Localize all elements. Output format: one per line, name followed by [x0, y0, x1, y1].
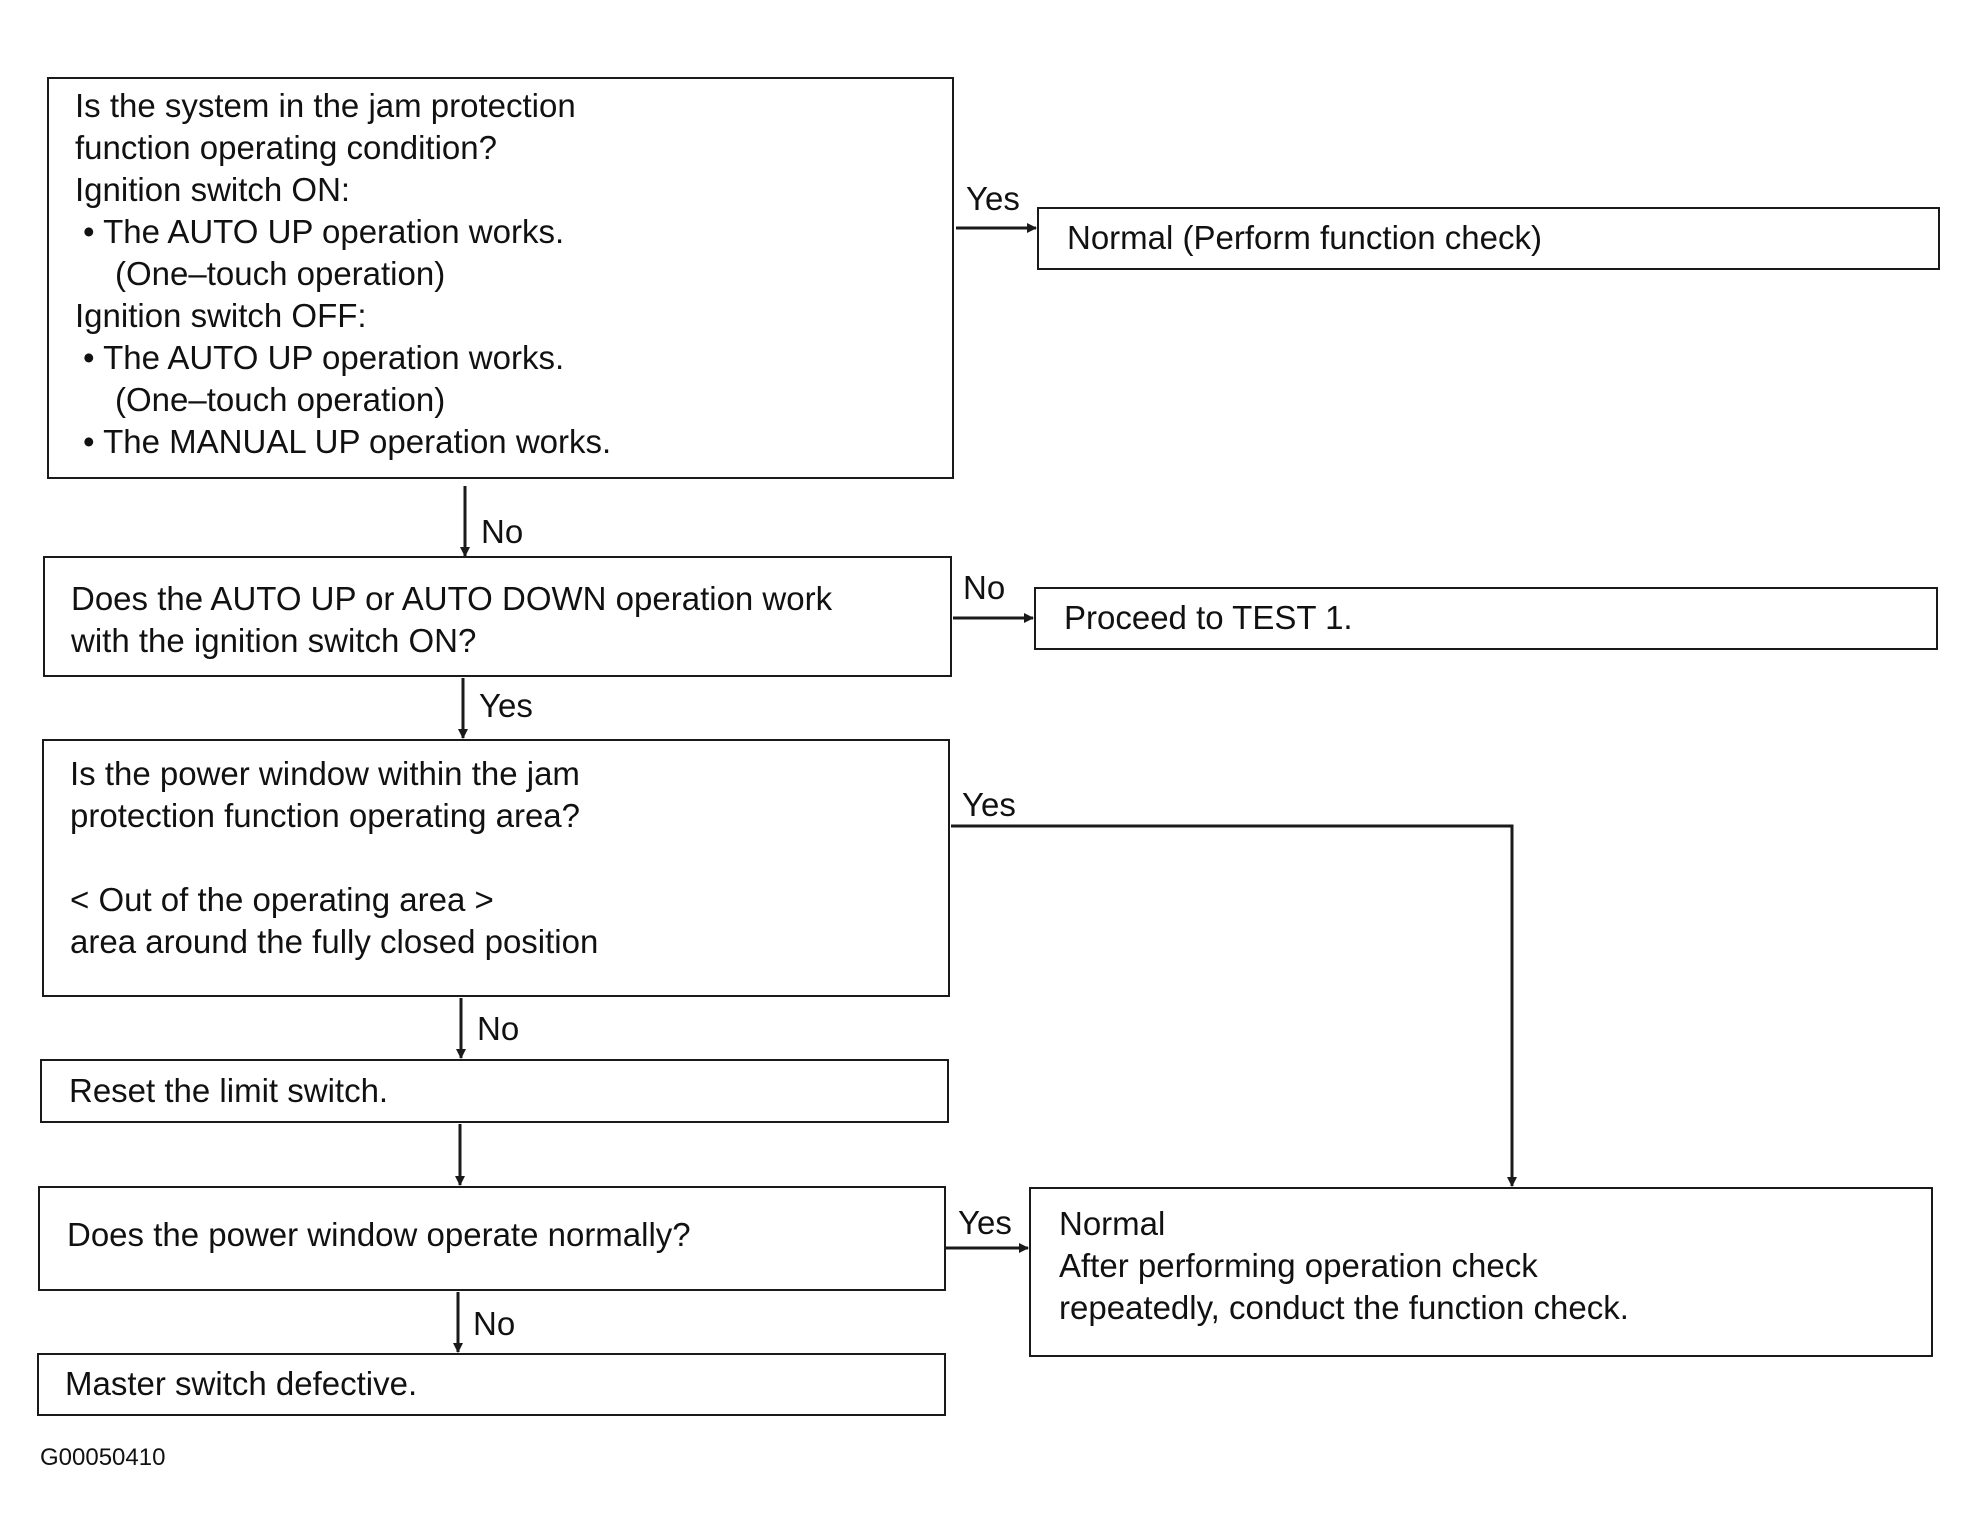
result-normal-function-check: Normal (Perform function check): [1037, 207, 1940, 270]
q3-line-4: < Out of the operating area >: [70, 881, 494, 918]
q1-line-6: Ignition switch OFF:: [75, 297, 367, 334]
label-q5-no: No: [473, 1305, 516, 1342]
q1-line-7: • The AUTO UP operation works.: [83, 339, 565, 376]
label-q3-no: No: [477, 1010, 520, 1047]
r5-line-1: Normal: [1059, 1205, 1166, 1242]
r1-text: Normal (Perform function check): [1067, 219, 1542, 256]
decision-auto-up-down-works: Does the AUTO UP or AUTO DOWN operation …: [43, 556, 952, 677]
q1-line-8: (One–touch operation): [115, 381, 446, 418]
q3-line-2: protection function operating area?: [70, 797, 581, 834]
r5-line-2: After performing operation check: [1059, 1247, 1538, 1284]
r2-text: Proceed to TEST 1.: [1064, 599, 1353, 636]
q3-line-1: Is the power window within the jam: [70, 755, 580, 792]
decision-within-operating-area: Is the power window within the jam prote…: [42, 739, 950, 997]
q1-line-4: • The AUTO UP operation works.: [83, 213, 565, 250]
label-q1-no: No: [481, 513, 524, 550]
q1-line-2: function operating condition?: [75, 129, 497, 166]
label-q2-yes: Yes: [479, 687, 533, 724]
action-reset-limit-switch: Reset the limit switch.: [40, 1059, 949, 1123]
a4-text: Reset the limit switch.: [69, 1072, 389, 1109]
q2-line-1: Does the AUTO UP or AUTO DOWN operation …: [71, 580, 833, 617]
figure-code: G00050410: [40, 1444, 166, 1471]
label-q5-yes: Yes: [958, 1204, 1012, 1241]
result-proceed-test-1: Proceed to TEST 1.: [1034, 587, 1938, 650]
q5-text: Does the power window operate normally?: [67, 1216, 691, 1253]
label-q1-yes: Yes: [966, 180, 1020, 217]
q1-line-1: Is the system in the jam protection: [75, 87, 576, 124]
a6-text: Master switch defective.: [65, 1365, 418, 1402]
q1-line-3: Ignition switch ON:: [75, 171, 351, 208]
result-normal-repeat-check: Normal After performing operation check …: [1029, 1187, 1933, 1357]
decision-operates-normally: Does the power window operate normally?: [38, 1186, 946, 1291]
label-q3-yes: Yes: [962, 786, 1016, 823]
q1-line-5: (One–touch operation): [115, 255, 446, 292]
q3-line-5: area around the fully closed position: [70, 923, 599, 960]
arrow-q3-yes: [951, 824, 1517, 1187]
decision-jam-protection-condition: Is the system in the jam protection func…: [47, 77, 954, 479]
q2-line-2: with the ignition switch ON?: [71, 622, 477, 659]
label-q2-no: No: [963, 569, 1006, 606]
r5-line-3: repeatedly, conduct the function check.: [1059, 1289, 1629, 1326]
action-master-switch-defective: Master switch defective.: [37, 1353, 946, 1416]
q1-line-9: • The MANUAL UP operation works.: [83, 423, 612, 460]
